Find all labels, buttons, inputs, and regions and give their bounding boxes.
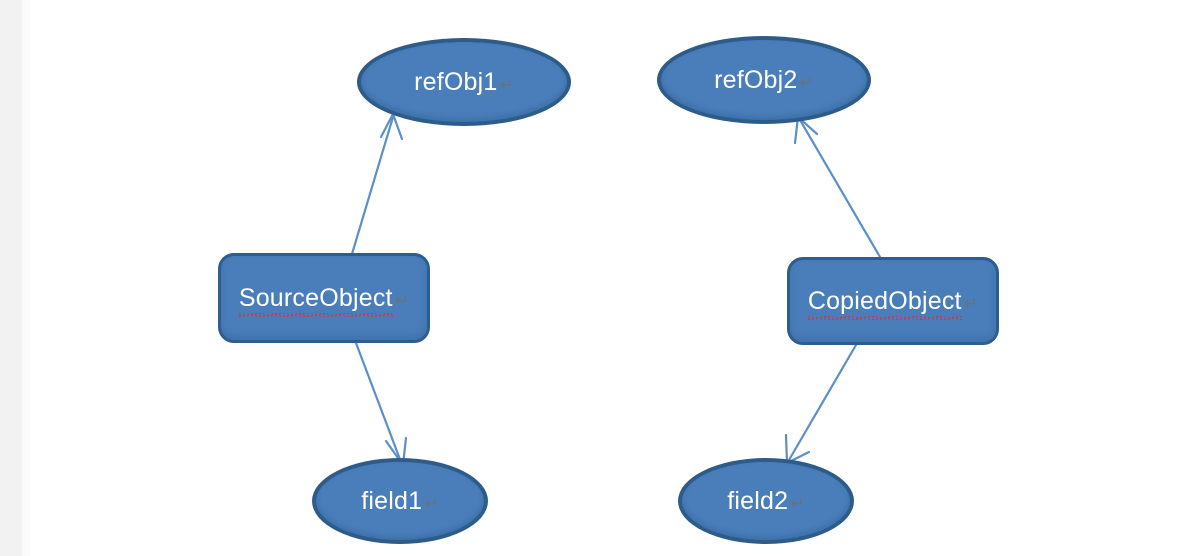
edge-copied-to-field2[interactable] (784, 343, 858, 465)
edge-source-to-refobj1[interactable] (350, 112, 404, 256)
paragraph-mark-icon: ↵ (499, 74, 514, 94)
paragraph-mark-icon: ↵ (424, 493, 439, 513)
paragraph-mark-icon: ↵ (963, 293, 979, 313)
edge-copied-to-refobj2[interactable] (793, 115, 882, 259)
page-gutter (0, 0, 22, 556)
node-refobj2-label: refObj2↵ (714, 65, 814, 94)
node-field1[interactable]: field1↵ (312, 458, 488, 544)
paragraph-mark-icon: ↵ (790, 493, 805, 513)
node-refobj1[interactable]: refObj1↵ (357, 38, 571, 126)
node-sourceobject-label: SourceObject↵ (239, 284, 409, 313)
node-copiedobject-label: CopiedObject↵ (808, 287, 978, 316)
node-sourceobject[interactable]: SourceObject↵ (218, 253, 430, 343)
spellcheck-underlined-text: CopiedObject (807, 286, 962, 315)
node-refobj2[interactable]: refObj2↵ (657, 36, 871, 124)
node-field2[interactable]: field2↵ (678, 458, 854, 544)
page-gutter-edge (22, 0, 30, 556)
paragraph-mark-icon: ↵ (799, 72, 814, 92)
spellcheck-underlined-text: SourceObject (238, 283, 393, 312)
paragraph-mark-icon: ↵ (394, 290, 410, 310)
edge-source-to-field1[interactable] (354, 341, 408, 467)
node-field2-label: field2↵ (727, 486, 805, 515)
node-copiedobject[interactable]: CopiedObject↵ (787, 257, 999, 345)
node-refobj1-label: refObj1↵ (414, 67, 514, 96)
node-field1-label: field1↵ (361, 486, 439, 515)
